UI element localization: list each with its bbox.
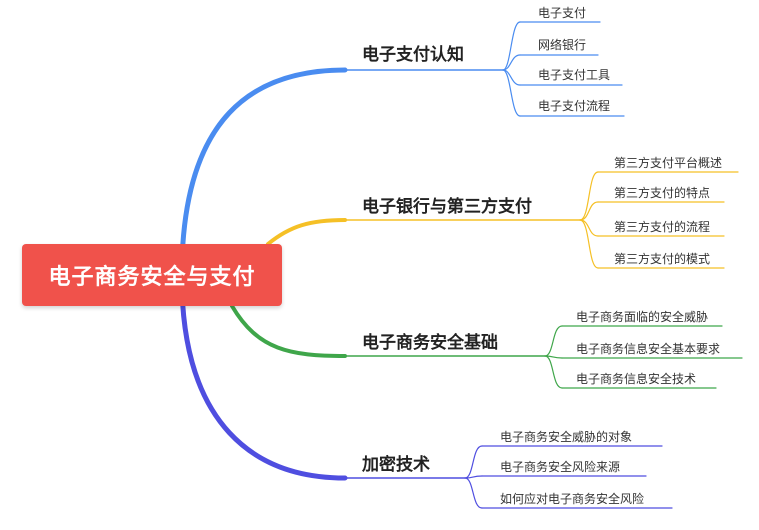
leaf-electronic-payment[interactable]: 电子支付 <box>538 6 587 20</box>
branch-label-third-party[interactable]: 电子银行与第三方支付 <box>362 197 532 217</box>
root-node[interactable]: 电子商务安全与支付 <box>22 244 282 306</box>
branch-connector-electronic-payment <box>179 21 625 265</box>
branch-connector-encryption <box>179 287 673 509</box>
leaf-security-threats[interactable]: 电子商务面临的安全威胁 <box>576 310 709 324</box>
branch-connector-security-basics <box>230 304 743 389</box>
branch-label-encryption[interactable]: 加密技术 <box>362 455 430 475</box>
leaf-payment-process[interactable]: 电子支付流程 <box>538 99 611 113</box>
leaf-threat-targets[interactable]: 电子商务安全威胁的对象 <box>500 430 633 444</box>
leaf-security-technology[interactable]: 电子商务信息安全技术 <box>576 372 697 386</box>
leaf-payment-tools[interactable]: 电子支付工具 <box>538 68 611 82</box>
root-label: 电子商务安全与支付 <box>48 265 256 290</box>
branch-label-security-basics[interactable]: 电子商务安全基础 <box>362 333 498 353</box>
leaf-third-party-modes[interactable]: 第三方支付的模式 <box>614 252 711 266</box>
branch-label-electronic-payment[interactable]: 电子支付认知 <box>362 45 464 65</box>
leaf-online-banking[interactable]: 网络银行 <box>538 38 587 52</box>
leaf-risk-response[interactable]: 如何应对电子商务安全风险 <box>500 492 645 506</box>
leaf-third-party-overview[interactable]: 第三方支付平台概述 <box>614 156 723 170</box>
branch-connector-third-party <box>266 171 739 269</box>
leaf-third-party-features[interactable]: 第三方支付的特点 <box>614 186 711 200</box>
leaf-third-party-process[interactable]: 第三方支付的流程 <box>614 220 711 234</box>
leaf-security-requirements[interactable]: 电子商务信息安全基本要求 <box>576 342 721 356</box>
leaf-risk-sources[interactable]: 电子商务安全风险来源 <box>500 460 621 474</box>
